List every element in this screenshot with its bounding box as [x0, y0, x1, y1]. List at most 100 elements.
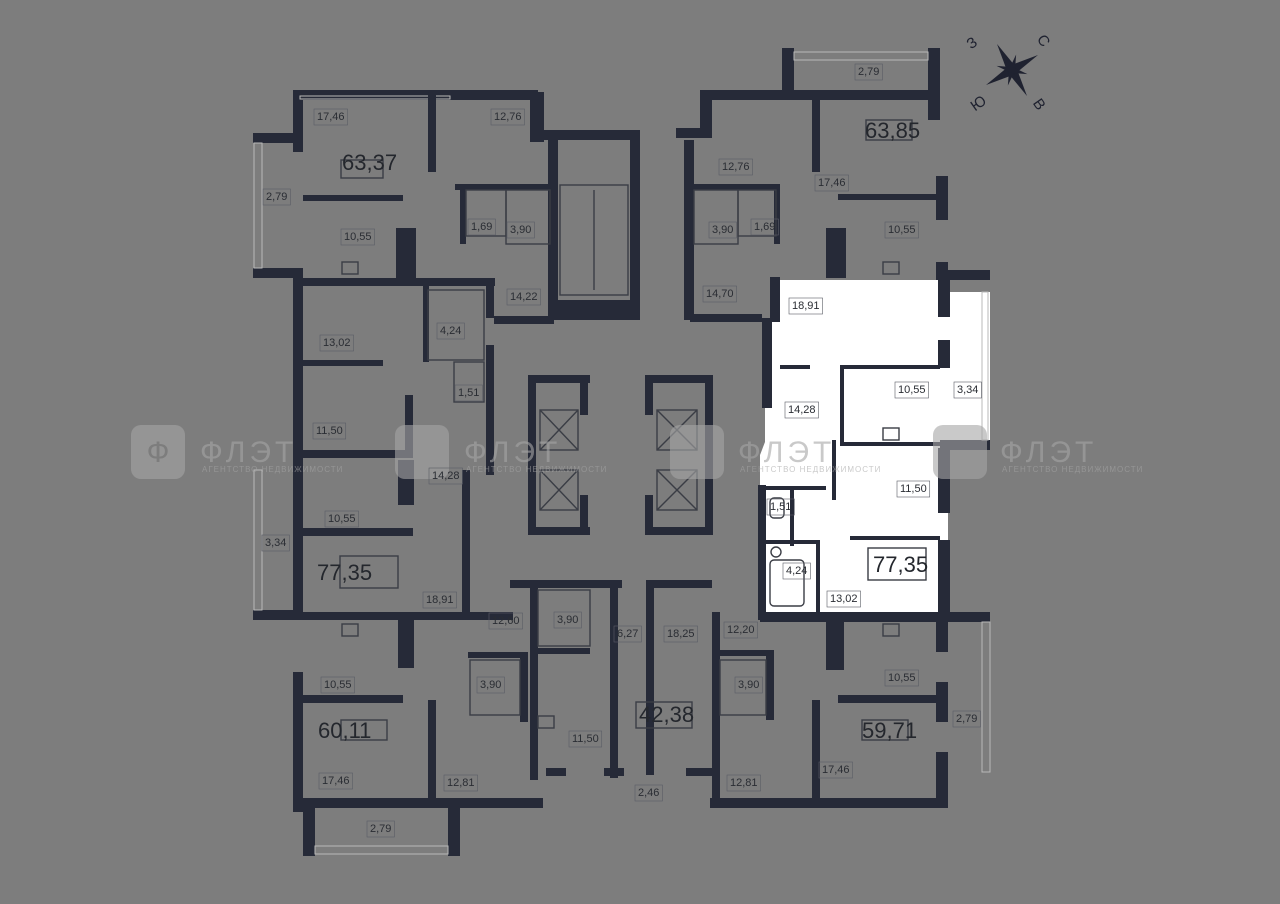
- watermark-logo: [933, 425, 987, 479]
- watermark-tagline: АГЕНТСТВО НЕДВИЖИМОСТИ: [466, 465, 607, 474]
- room-area: 4,24: [786, 565, 807, 577]
- wall: [645, 527, 713, 535]
- wall: [840, 442, 940, 446]
- wall: [770, 277, 780, 322]
- wall: [766, 486, 826, 490]
- wall: [293, 268, 303, 618]
- room-area: 11,50: [316, 425, 343, 437]
- staircase: [559, 184, 629, 296]
- highlighted-apartment[interactable]: [758, 270, 990, 622]
- apartment-area-label[interactable]: 77,35: [317, 560, 372, 585]
- apartment-area-label[interactable]: 63,85: [865, 118, 920, 143]
- wall: [396, 228, 416, 278]
- room-area: 2,79: [266, 191, 287, 203]
- wall: [684, 140, 694, 320]
- table: [865, 119, 913, 141]
- room-area: 17,46: [317, 111, 345, 123]
- wall: [938, 340, 950, 368]
- room-area: 13,02: [830, 593, 858, 605]
- apartment-area-label[interactable]: 60,11: [318, 718, 371, 743]
- wall: [646, 580, 712, 588]
- wall: [762, 318, 772, 408]
- wall: [766, 540, 818, 544]
- stove: [341, 261, 359, 275]
- room-area: 1,69: [754, 221, 775, 233]
- wall: [580, 375, 588, 415]
- bathroom: [737, 189, 777, 237]
- room-label-box: [613, 625, 642, 643]
- room-label-box: [884, 669, 919, 687]
- stove: [882, 623, 900, 637]
- wall: [676, 128, 712, 138]
- room-label-box: [366, 820, 395, 838]
- room-label-box: [454, 384, 483, 402]
- room-label-box: [854, 63, 883, 81]
- bathroom: [719, 659, 767, 716]
- wall: [253, 268, 303, 278]
- room-area: 1,69: [471, 221, 492, 233]
- room-area: 18,91: [792, 300, 820, 312]
- wall: [928, 48, 940, 120]
- wall: [530, 648, 590, 654]
- wall: [712, 612, 720, 798]
- bathroom: [427, 289, 485, 361]
- stove: [341, 623, 359, 637]
- balcony-glass: [253, 142, 263, 269]
- room-area: 13,02: [323, 337, 351, 349]
- sink: [770, 546, 782, 558]
- wall: [303, 528, 413, 536]
- apartment-area-label[interactable]: 42,38: [639, 702, 694, 727]
- room-label-box: [553, 611, 582, 629]
- wall: [556, 300, 630, 320]
- room-label-box: [319, 334, 354, 352]
- room-label-box: [634, 784, 663, 802]
- wall: [303, 808, 315, 856]
- apartment-area-label[interactable]: 77,35: [873, 552, 928, 577]
- room-area: 14,28: [432, 470, 460, 482]
- wall: [423, 282, 429, 362]
- wall: [293, 672, 303, 812]
- wall: [580, 495, 588, 535]
- wall: [826, 620, 844, 670]
- wall: [700, 90, 712, 136]
- room-label-box: [884, 221, 919, 239]
- watermark-name: ФЛЭТ: [200, 436, 297, 469]
- table: [635, 701, 693, 729]
- room-label-box: [734, 676, 763, 694]
- room-area: 17,46: [818, 177, 846, 189]
- room-label-box: [814, 174, 849, 192]
- room-label-box: [476, 676, 505, 694]
- wall: [710, 798, 948, 808]
- wall: [253, 610, 303, 620]
- wall: [428, 700, 436, 800]
- wall: [938, 540, 950, 622]
- watermark-logo: [670, 425, 724, 479]
- room-label-box: [313, 108, 348, 126]
- wall: [782, 48, 794, 100]
- watermark-tagline: АГЕНТСТВО НЕДВИЖИМОСТИ: [1002, 465, 1143, 474]
- wall: [938, 612, 990, 622]
- room-label-box: [488, 612, 523, 630]
- wall: [460, 184, 466, 244]
- room-label-box: [896, 480, 931, 498]
- room-area: 10,55: [324, 679, 352, 691]
- room-area: 10,55: [888, 224, 916, 236]
- wall: [303, 450, 413, 458]
- room-area: 10,55: [328, 513, 356, 525]
- room-area: 14,70: [706, 288, 734, 300]
- wall: [303, 695, 403, 703]
- table: [340, 719, 388, 741]
- room-area: 17,46: [322, 775, 350, 787]
- apartment-area-label[interactable]: 63,37: [342, 150, 397, 175]
- wall: [940, 270, 990, 280]
- apartment-area-label[interactable]: 59,71: [862, 718, 917, 743]
- room-area: 2,46: [638, 787, 659, 799]
- room-label-box: [788, 297, 823, 315]
- wall: [604, 768, 624, 776]
- wall: [468, 652, 528, 658]
- watermarks: Ф ФЛЭТ АГЕНТСТВО НЕДВИЖИМОСТИ ФЛЭТ АГЕНТ…: [131, 425, 1143, 479]
- wall: [832, 440, 836, 500]
- room-label-box: [782, 562, 811, 580]
- wall: [530, 580, 538, 780]
